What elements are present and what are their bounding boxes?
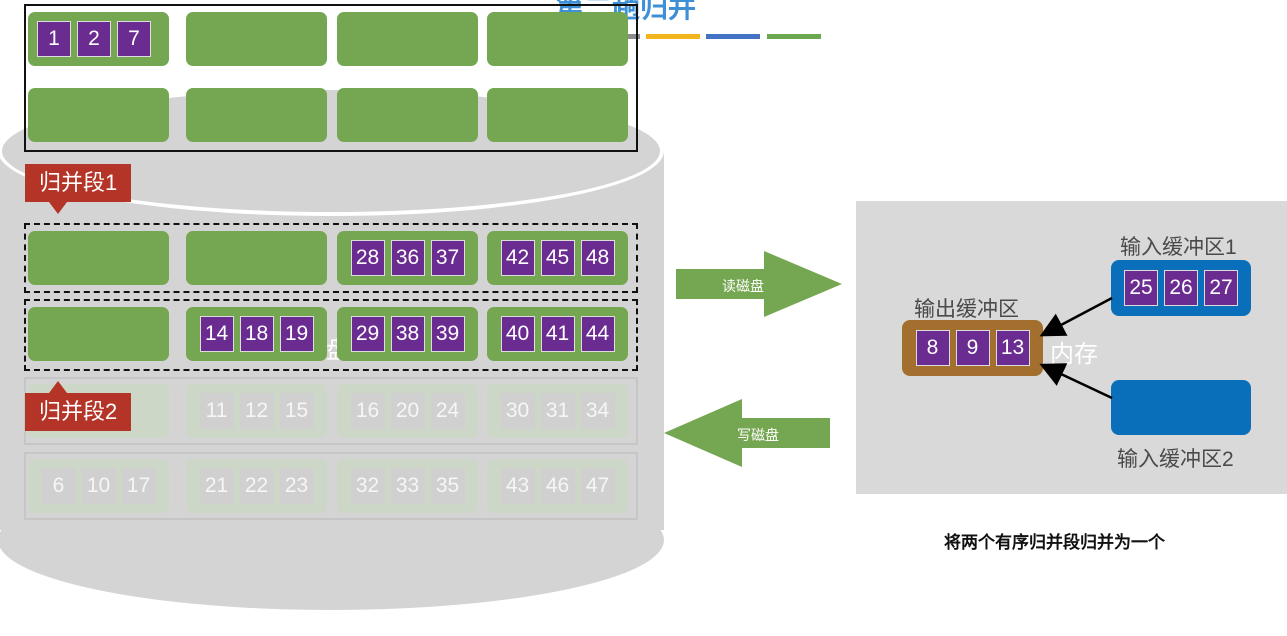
record-value: 29 [350,316,385,352]
record-value: 1 [37,21,71,57]
output-buffer-label: 输出缓冲区 [914,298,1019,321]
record-value: 21 [199,468,234,504]
read-disk-label: 读磁盘 [722,278,764,294]
segment1-group [24,223,638,293]
record-value: 11 [199,393,234,429]
disk-block [337,88,478,142]
disk-block [186,88,327,142]
record-value: 32 [350,468,385,504]
input-buffer-1-value: 25 [1124,270,1158,306]
legend-bar-yellow [646,34,700,39]
record-value: 44 [580,316,615,352]
record-value: 35 [430,468,465,504]
record-value: 20 [390,393,425,429]
disk-block [28,88,169,142]
disk-block [337,12,478,66]
caption: 将两个有序归并段归并为一个 [944,533,1165,552]
segment2-tag-pointer [49,381,67,393]
record-value: 36 [390,240,425,276]
connector-input2-to-output [1039,363,1113,400]
segment2-tag: 归并段2 [25,381,132,431]
record-value: 6 [41,468,76,504]
record-value: 46 [540,468,575,504]
segment1-tag-label: 归并段1 [39,170,118,195]
input-buffer-1-value: 27 [1204,270,1238,306]
segment2-tag-label: 归并段2 [39,399,118,424]
input-buffer-1: 25 26 27 [1111,260,1251,316]
record-value: 37 [430,240,465,276]
faded-group-2 [24,452,638,520]
record-value: 19 [279,316,314,352]
connector-input1-to-output [1039,296,1113,337]
record-value: 23 [279,468,314,504]
input-buffer-1-label: 输入缓冲区1 [1120,236,1237,259]
record-value: 45 [540,240,575,276]
disk-block [28,307,169,361]
record-value: 10 [81,468,116,504]
record-value: 34 [580,393,615,429]
legend-bar-green [767,34,821,39]
record-value: 14 [199,316,234,352]
segment2-group [24,299,638,371]
record-value: 15 [279,393,314,429]
disk-block [186,12,327,66]
output-buffer-value: 9 [955,330,990,366]
record-value: 30 [500,393,535,429]
record-value: 18 [239,316,274,352]
output-buffer-value: 8 [915,330,950,366]
disk-block [28,231,169,285]
top-block-group [24,4,638,152]
legend-bar-blue [706,34,760,39]
record-value: 43 [500,468,535,504]
record-value: 22 [239,468,274,504]
record-value: 16 [350,393,385,429]
record-value: 47 [580,468,615,504]
write-disk-arrow [664,399,830,467]
record-value: 17 [121,468,156,504]
record-value: 7 [117,21,151,57]
disk-block [487,12,628,66]
input-buffer-2 [1111,380,1251,435]
segment1-tag: 归并段1 [25,164,132,214]
record-value: 12 [239,393,274,429]
record-value: 48 [580,240,615,276]
record-value: 41 [540,316,575,352]
record-value: 40 [500,316,535,352]
record-value: 24 [430,393,465,429]
write-disk-label: 写磁盘 [737,427,779,443]
record-value: 31 [540,393,575,429]
record-value: 28 [350,240,385,276]
read-disk-arrow [676,251,842,317]
input-buffer-2-label: 输入缓冲区2 [1117,448,1234,471]
disk-block [487,88,628,142]
record-value: 39 [430,316,465,352]
segment1-tag-pointer [49,202,67,214]
record-value: 42 [500,240,535,276]
output-buffer: 8 9 13 [902,320,1043,376]
record-value: 33 [390,468,425,504]
output-buffer-value: 13 [995,330,1030,366]
record-value: 2 [77,21,111,57]
record-value: 38 [390,316,425,352]
input-buffer-1-value: 26 [1164,270,1198,306]
disk-block [186,231,327,285]
buffer-connectors [1039,296,1113,400]
